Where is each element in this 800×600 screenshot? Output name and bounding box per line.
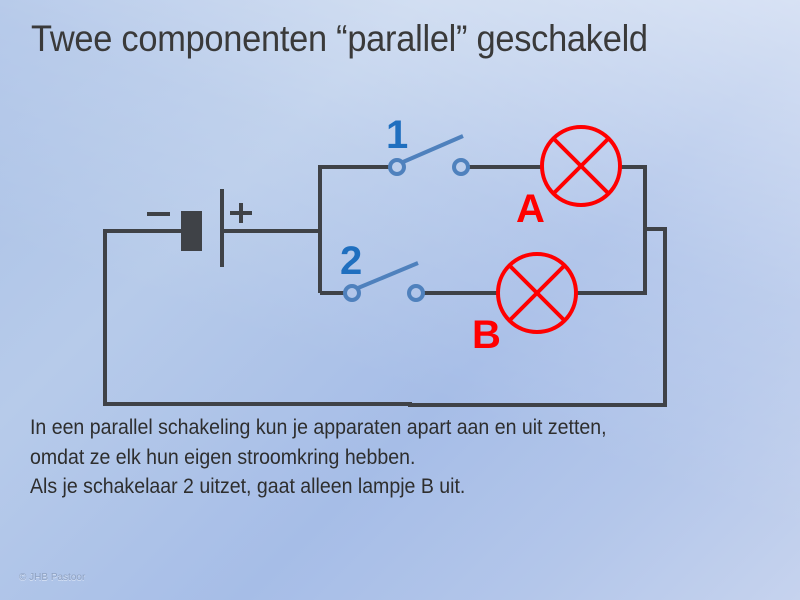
switch-2-lever: [357, 261, 419, 290]
lamp-b-label: B: [472, 313, 501, 357]
switch-2[interactable]: [343, 261, 425, 302]
explanation-text: In een parallel schakeling kun je appara…: [30, 413, 607, 502]
wire-outer-loop: [103, 227, 667, 407]
lamp-a-icon: [540, 125, 622, 207]
battery-minus-plate: [181, 211, 202, 251]
minus-sign-icon: [147, 212, 170, 216]
switch-1[interactable]: [388, 134, 470, 176]
plus-sign-v: [239, 203, 243, 223]
switch-1-contact-right: [452, 158, 470, 176]
lamp-a-label: A: [516, 187, 545, 231]
switch-1-contact-left: [388, 158, 406, 176]
explanation-line-2: omdat ze elk hun eigen stroomkring hebbe…: [30, 445, 416, 469]
copyright-notice: © JHB Pastoor: [19, 572, 86, 583]
explanation-line-3: Als je schakelaar 2 uitzet, gaat alleen …: [30, 475, 466, 498]
slide-title: Twee componenten “parallel” geschakeld: [31, 18, 648, 59]
explanation-line-1: In een parallel schakeling kun je appara…: [30, 416, 607, 439]
switch-1-lever: [402, 134, 464, 164]
switch-1-label: 1: [386, 113, 408, 157]
wire-left-node: [318, 165, 391, 293]
wire-branch-1-right: [576, 165, 647, 295]
switch-2-contact-left: [343, 284, 361, 302]
battery-plus-plate: [220, 189, 224, 267]
switch-2-label: 2: [340, 239, 362, 283]
battery-symbol: [147, 189, 252, 267]
switch-2-contact-right: [407, 284, 425, 302]
wires: [103, 165, 667, 407]
lamp-b-icon: [496, 252, 578, 334]
